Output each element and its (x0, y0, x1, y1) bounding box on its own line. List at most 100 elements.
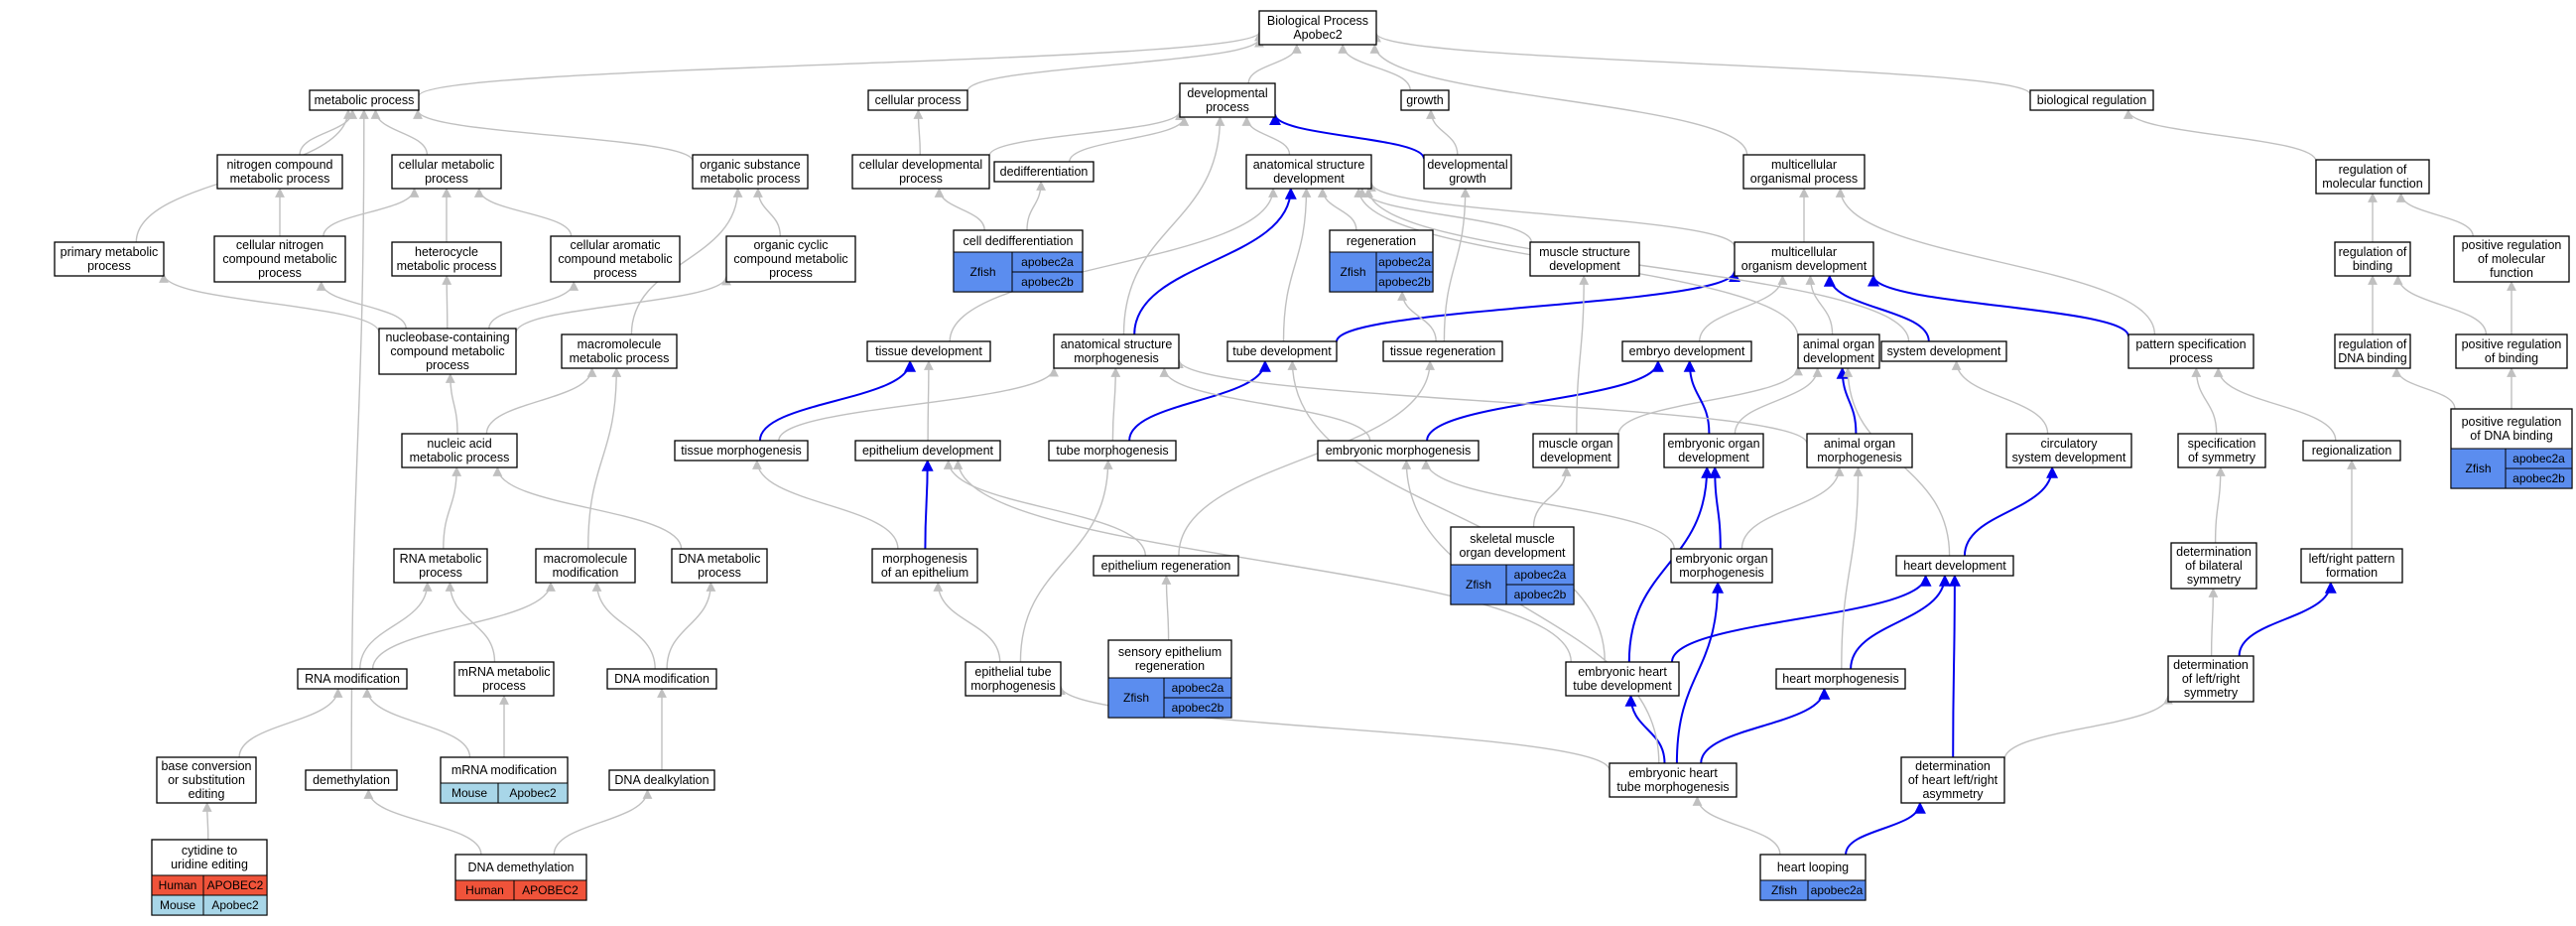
go-term-cellular[interactable]: cellular process (867, 89, 968, 111)
term-label: DNA dealkylation (614, 773, 708, 787)
go-term-systemdev[interactable]: system development (1880, 340, 2007, 362)
go-term-celldediff[interactable]: cell dedifferentiationZfishapobec2aapobe… (953, 229, 1084, 293)
go-term-regionalization[interactable]: regionalization (2302, 440, 2401, 462)
go-term-tubemorph[interactable]: tube morphogenesis (1048, 440, 1177, 462)
go-term-sensoryepi[interactable]: sensory epitheliumregenerationZfishapobe… (1107, 639, 1232, 719)
gene-name[interactable]: apobec2a (1811, 883, 1864, 897)
gene-name[interactable]: apobec2b (1021, 275, 1074, 289)
term-label: embryo development (1629, 344, 1745, 358)
go-term-dnamod[interactable]: DNA modification (606, 668, 717, 690)
go-term-embryodev[interactable]: embryo development (1621, 340, 1752, 362)
is-a-edge-bioreg-to-root (1371, 32, 2031, 95)
go-term-epidev[interactable]: epithelium development (854, 440, 1001, 462)
go-term-embmorph[interactable]: embryonic morphogenesis (1317, 440, 1480, 462)
go-term-tissuedev[interactable]: tissue development (866, 340, 991, 362)
go-term-dnadealk[interactable]: DNA dealkylation (608, 769, 715, 791)
gene-name[interactable]: apobec2a (1021, 255, 1074, 269)
is-a-edge-nucbase-to-primary (159, 273, 380, 333)
go-term-demeth[interactable]: demethylation (305, 769, 398, 791)
go-term-tissuemorph[interactable]: tissue morphogenesis (674, 440, 809, 462)
go-term-bioreg[interactable]: biological regulation (2029, 89, 2154, 111)
gene-cell (1375, 271, 1434, 293)
term-label: system development (2012, 451, 2126, 464)
go-term-heartdev[interactable]: heart development (1895, 555, 2014, 577)
gene-name[interactable]: Apobec2 (211, 898, 259, 912)
gene-name[interactable]: apobec2b (1514, 588, 1567, 601)
go-term-epiregen[interactable]: epithelium regeneration (1093, 555, 1239, 577)
go-term-growth[interactable]: growth (1400, 89, 1450, 111)
go-term-tissueregen[interactable]: tissue regeneration (1382, 340, 1503, 362)
gene-name[interactable]: apobec2b (1172, 701, 1224, 715)
is-a-edge-animalorgmorph-to-anatmorph (1174, 358, 1808, 445)
term-label: regulation of (2339, 337, 2407, 351)
gene-name[interactable]: Apobec2 (509, 786, 557, 800)
gene-name[interactable]: APOBEC2 (207, 878, 264, 892)
go-term-dediff[interactable]: dedifferentiation (993, 161, 1095, 183)
go-term-metabolic[interactable]: metabolic process (309, 89, 420, 111)
gene-name[interactable]: APOBEC2 (522, 883, 579, 897)
go-term-heartmorph[interactable]: heart morphogenesis (1775, 668, 1906, 690)
gene-name[interactable]: apobec2b (1378, 275, 1431, 289)
go-term-tubedev[interactable]: tube development (1226, 340, 1338, 362)
gene-name[interactable]: apobec2a (1514, 568, 1567, 582)
gene-name[interactable]: apobec2a (2512, 452, 2565, 465)
go-term-rnamod[interactable]: RNA modification (297, 668, 408, 690)
gene-name[interactable]: apobec2a (1172, 681, 1224, 695)
gene-name[interactable]: apobec2b (2512, 471, 2565, 485)
gene-name[interactable]: apobec2a (1378, 255, 1431, 269)
